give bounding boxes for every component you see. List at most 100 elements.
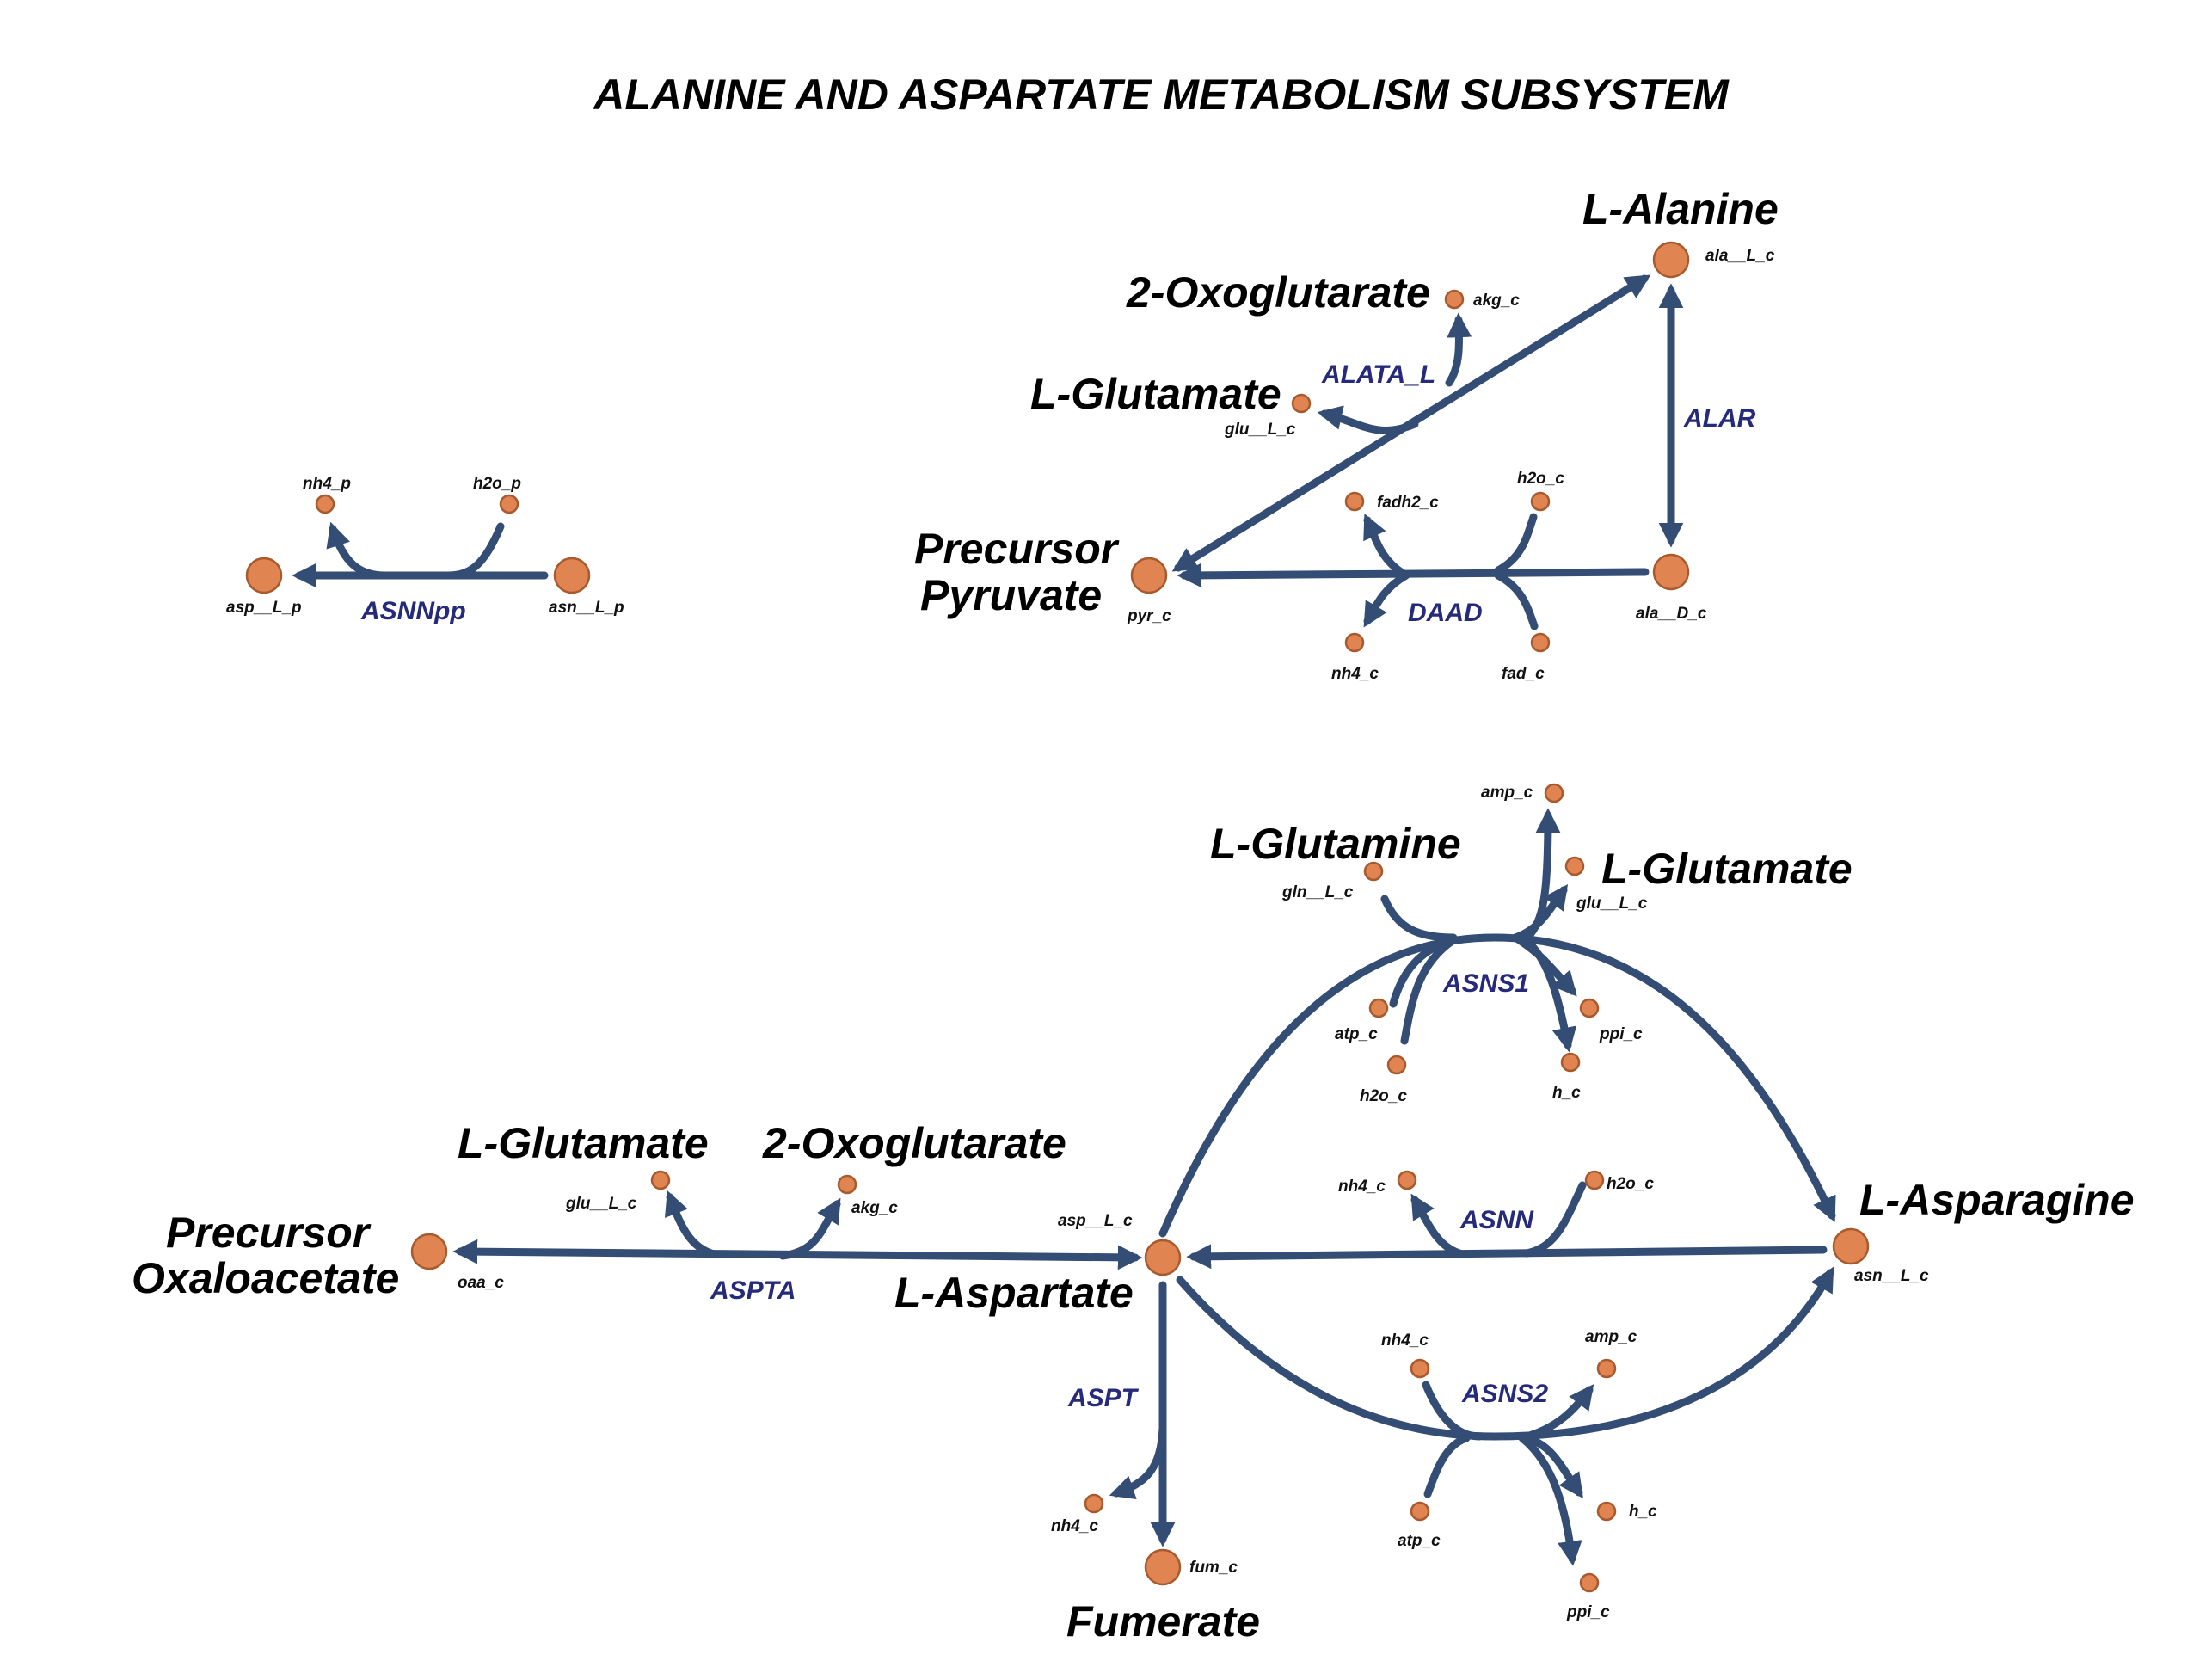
h2o-c-node-asns1[interactable] — [1386, 1055, 1407, 1075]
glu-l-c-label-top: glu__L_c — [1224, 421, 1296, 439]
amp-c-node-asns2[interactable] — [1596, 1358, 1617, 1379]
akg-c-node-top[interactable] — [1444, 289, 1465, 310]
reaction-label-alata-l: ALATA_L — [1321, 360, 1435, 389]
reaction-aspt[interactable] — [1109, 1281, 1176, 1547]
atp-c-node-asns1[interactable] — [1368, 998, 1389, 1018]
name-l-glutamine: L-Glutamine — [1210, 820, 1461, 868]
fadh2-c-label: fadh2_c — [1377, 494, 1439, 512]
h2o-c-label-asns1: h2o_c — [1360, 1087, 1407, 1105]
ala-l-c-node[interactable] — [1652, 241, 1690, 279]
nh4-c-label-asns2: nh4_c — [1381, 1332, 1429, 1350]
reaction-asns2[interactable] — [1176, 1266, 1834, 1566]
name-precursor-pyruvate-1: Precursor — [914, 525, 1120, 573]
nh4-c-node-asnn[interactable] — [1397, 1170, 1417, 1190]
ala-d-c-node[interactable] — [1652, 553, 1690, 591]
asp-l-p-label: asp__L_p — [226, 599, 302, 617]
reaction-asnn[interactable] — [1186, 1181, 1828, 1270]
reaction-label-asns1: ASNS1 — [1442, 969, 1529, 998]
nh4-c-label-aspt: nh4_c — [1051, 1517, 1098, 1535]
name-l-alanine: L-Alanine — [1582, 185, 1779, 233]
ppi-c-label-asns2: ppi_c — [1566, 1603, 1610, 1621]
glu-l-c-label-aspta: glu__L_c — [565, 1195, 637, 1213]
akg-c-label-aspta: akg_c — [851, 1199, 898, 1217]
oaa-c-label: oaa_c — [458, 1274, 504, 1292]
name-2-oxoglutarate-top: 2-Oxoglutarate — [1126, 268, 1430, 317]
nh4-p-node[interactable] — [315, 494, 335, 514]
reaction-label-aspta: ASPTA — [710, 1276, 796, 1305]
gln-l-c-node[interactable] — [1363, 861, 1384, 882]
nh4-c-node-asns2[interactable] — [1410, 1358, 1430, 1379]
reaction-label-alar: ALAR — [1683, 404, 1756, 433]
asn-l-p-label: asn__L_p — [549, 599, 624, 617]
nh4-c-node-daad[interactable] — [1344, 632, 1365, 653]
nh4-c-label-asnn: nh4_c — [1338, 1178, 1386, 1196]
glu-l-c-node-aspta[interactable] — [650, 1170, 671, 1190]
akg-c-node-aspta[interactable] — [837, 1174, 857, 1195]
amp-c-label-asns1: amp_c — [1481, 784, 1533, 802]
reaction-daad[interactable] — [1177, 513, 1650, 630]
h2o-c-node-asnn[interactable] — [1584, 1170, 1605, 1190]
asp-l-c-label: asp__L_c — [1058, 1212, 1133, 1230]
name-l-aspartate: L-Aspartate — [894, 1269, 1134, 1317]
fadh2-c-node[interactable] — [1344, 491, 1365, 512]
ppi-c-node-asns1[interactable] — [1579, 998, 1600, 1018]
reaction-aspta[interactable] — [452, 1190, 1143, 1270]
h2o-c-label-daad: h2o_c — [1517, 470, 1564, 488]
h2o-p-label: h2o_p — [473, 475, 521, 493]
reaction-asns1[interactable] — [1158, 808, 1836, 1238]
h2o-p-node[interactable] — [499, 494, 519, 514]
name-l-glutamate-low: L-Glutamate — [458, 1119, 709, 1167]
asn-l-c-node[interactable] — [1832, 1227, 1870, 1265]
reaction-label-asnn: ASNN — [1459, 1206, 1534, 1234]
h-c-node-asns1[interactable] — [1560, 1052, 1581, 1073]
name-l-glutamate-top: L-Glutamate — [1030, 370, 1281, 418]
reaction-label-asnnpp: ASNNpp — [360, 597, 466, 625]
atp-c-label-asns1: atp_c — [1335, 1025, 1378, 1043]
h-c-label-asns1: h_c — [1552, 1084, 1581, 1102]
akg-c-label-top: akg_c — [1473, 292, 1520, 310]
name-l-glutamate-mid: L-Glutamate — [1601, 845, 1853, 893]
gln-l-c-label: gln__L_c — [1281, 883, 1354, 901]
fum-c-label: fum_c — [1189, 1559, 1238, 1577]
glu-l-c-label-asns1: glu__L_c — [1576, 895, 1648, 913]
h2o-c-node-daad[interactable] — [1530, 491, 1551, 512]
name-2-oxoglutarate-low: 2-Oxoglutarate — [762, 1119, 1066, 1167]
reaction-label-asns2: ASNS2 — [1461, 1380, 1548, 1408]
ppi-c-label-asns1: ppi_c — [1599, 1025, 1643, 1043]
name-l-asparagine: L-Asparagine — [1859, 1176, 2135, 1224]
name-fumerate: Fumerate — [1066, 1597, 1260, 1645]
fad-c-node[interactable] — [1530, 632, 1551, 653]
diagram-title: ALANINE AND ASPARTATE METABOLISM SUBSYST… — [592, 71, 1730, 119]
nh4-c-label-daad: nh4_c — [1331, 665, 1379, 683]
ala-l-c-label: ala__L_c — [1705, 247, 1775, 265]
h-c-node-asns2[interactable] — [1596, 1501, 1617, 1522]
pyr-c-label: pyr_c — [1127, 607, 1171, 625]
glu-l-c-node-asns1[interactable] — [1564, 856, 1585, 876]
atp-c-node-asns2[interactable] — [1410, 1501, 1430, 1522]
name-precursor-oxaloacetate-1: Precursor — [166, 1209, 372, 1257]
pyr-c-node[interactable] — [1130, 557, 1168, 594]
asp-l-c-node[interactable] — [1144, 1239, 1182, 1276]
name-precursor-oxaloacetate-2: Oxaloacetate — [132, 1254, 399, 1302]
atp-c-label-asns2: atp_c — [1398, 1532, 1441, 1550]
reaction-label-daad: DAAD — [1408, 599, 1483, 627]
h-c-label-asns2: h_c — [1629, 1503, 1657, 1521]
reaction-asnnpp[interactable] — [292, 521, 549, 588]
ppi-c-node-asns2[interactable] — [1579, 1572, 1600, 1593]
h2o-c-label-asnn: h2o_c — [1607, 1175, 1654, 1193]
asn-l-p-node[interactable] — [553, 557, 591, 594]
reaction-alata-l[interactable] — [1171, 274, 1651, 572]
fad-c-label: fad_c — [1502, 665, 1545, 683]
name-precursor-pyruvate-2: Pyruvate — [920, 571, 1102, 619]
glu-l-c-node-top[interactable] — [1291, 393, 1312, 414]
fum-c-node[interactable] — [1144, 1548, 1182, 1586]
amp-c-label-asns2: amp_c — [1585, 1328, 1637, 1346]
nh4-c-node-aspt[interactable] — [1084, 1493, 1104, 1514]
reaction-label-aspt: ASPT — [1067, 1384, 1140, 1412]
amp-c-node-asns1[interactable] — [1544, 783, 1564, 803]
ala-d-c-label: ala__D_c — [1636, 605, 1707, 623]
asp-l-p-node[interactable] — [245, 557, 283, 594]
oaa-c-node[interactable] — [410, 1233, 448, 1270]
asn-l-c-label: asn__L_c — [1854, 1267, 1929, 1285]
